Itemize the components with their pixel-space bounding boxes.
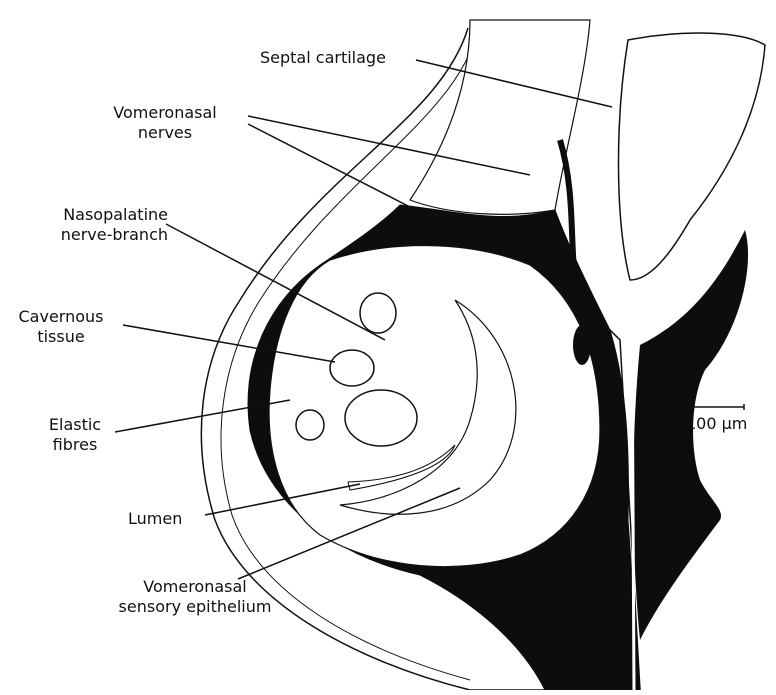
upper-bone-region	[410, 20, 590, 214]
label-nasopalatine-line1: Nasopalatine	[28, 205, 168, 225]
label-lumen: Lumen	[128, 509, 182, 529]
cavernous-vessel-4	[296, 410, 324, 440]
nerve-bundle-dark	[573, 325, 591, 365]
label-vomeronasal-nerves-line2: nerves	[100, 123, 230, 143]
label-cavernous-line1: Cavernous	[5, 307, 117, 327]
label-nasopalatine-line2: nerve-branch	[28, 225, 168, 245]
dark-lower-wedge	[633, 230, 748, 640]
cavernous-vessel-3	[345, 390, 417, 446]
label-cavernous-tissue: Cavernous tissue	[5, 307, 117, 347]
label-elastic-fibres: Elastic fibres	[30, 415, 120, 455]
label-vomeronasal-nerves-line1: Vomeronasal	[100, 103, 230, 123]
label-cavernous-line2: tissue	[5, 327, 117, 347]
scale-bar-label: 100 μm	[686, 414, 747, 434]
label-elastic-line1: Elastic	[30, 415, 120, 435]
septum-gap	[632, 330, 634, 690]
label-elastic-line2: fibres	[30, 435, 120, 455]
label-sensory-line1: Vomeronasal	[90, 577, 300, 597]
cavernous-vessel-2	[330, 350, 374, 386]
scale-bar	[690, 404, 744, 410]
vomeronasal-organ-body	[269, 246, 600, 567]
label-sensory-epithelium: Vomeronasal sensory epithelium	[90, 577, 300, 617]
leader-vomeronasal-nerves-b	[248, 124, 410, 207]
label-septal-cartilage: Septal cartilage	[260, 48, 386, 68]
label-vomeronasal-nerves: Vomeronasal nerves	[100, 103, 230, 143]
label-nasopalatine: Nasopalatine nerve-branch	[28, 205, 168, 245]
cavernous-vessel-1	[360, 293, 396, 333]
label-sensory-line2: sensory epithelium	[90, 597, 300, 617]
